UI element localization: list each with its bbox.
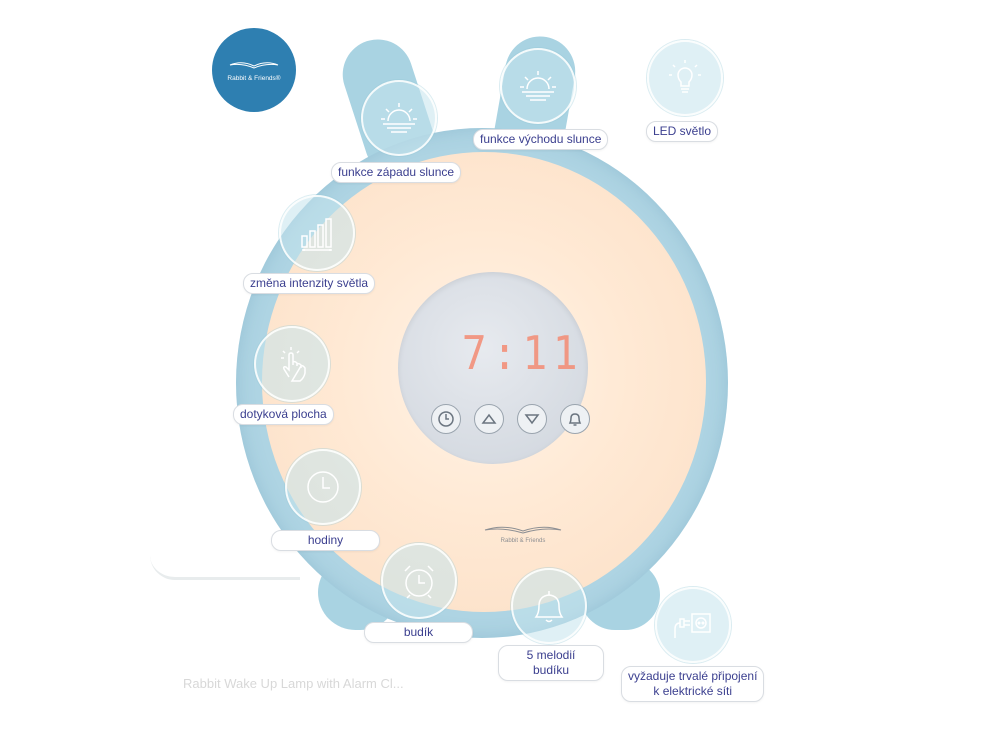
faded-caption: Rabbit Wake Up Lamp with Alarm Cl... [183, 676, 404, 691]
alarm-button[interactable] [560, 404, 590, 434]
up-arrow-icon [481, 413, 497, 424]
feature-sunset [361, 80, 437, 156]
wings-icon [229, 61, 279, 69]
feature-led [647, 40, 723, 116]
label-clock: hodiny [271, 530, 380, 551]
label-power-line2: k elektrické síti [653, 684, 733, 698]
wings-icon [484, 526, 562, 534]
power-socket-icon [674, 613, 711, 638]
label-melodies-line2: budíku [532, 663, 570, 677]
label-power: vyžaduje trvalé připojení k elektrické s… [621, 666, 765, 702]
down-button[interactable] [517, 404, 547, 434]
device-brand-text: Rabbit & Friends [500, 538, 546, 544]
feature-clock [285, 449, 361, 525]
bell-icon [534, 591, 564, 623]
label-touch: dotyková plocha [233, 404, 334, 425]
bulb-icon [669, 60, 701, 93]
down-arrow-icon [524, 414, 540, 425]
feature-sunrise [500, 48, 576, 124]
label-intensity: změna intenzity světla [243, 273, 376, 294]
time-display: 7:11 [461, 326, 584, 380]
label-melodies: 5 melodií budíku [498, 645, 604, 681]
touch-icon [281, 347, 306, 382]
up-button[interactable] [474, 404, 504, 434]
label-sunset: funkce západu slunce [331, 162, 462, 183]
sunrise-icon [520, 71, 556, 101]
intensity-bars-icon [301, 218, 332, 251]
feature-touch [254, 326, 330, 402]
clock-icon [438, 411, 454, 427]
bell-icon [568, 413, 582, 426]
feature-alarm [381, 543, 457, 619]
feature-intensity [279, 195, 355, 271]
clock-icon [307, 471, 339, 503]
alarm-clock-icon [404, 565, 434, 599]
sunset-icon [381, 103, 417, 133]
label-power-line1: vyžaduje trvalé připojení [628, 669, 758, 683]
feature-power [655, 587, 731, 663]
logo-text: Rabbit & Friends® [227, 74, 281, 82]
device-brand: Rabbit & Friends [483, 522, 563, 544]
clock-button[interactable] [431, 404, 461, 434]
label-melodies-line1: 5 melodií [526, 648, 576, 662]
feature-melodies [511, 568, 587, 644]
label-led: LED světlo [646, 121, 719, 142]
label-alarm: budík [364, 622, 473, 643]
brand-logo: Rabbit & Friends® [212, 28, 296, 112]
label-sunrise: funkce východu slunce [473, 129, 609, 150]
power-cable [150, 555, 300, 580]
